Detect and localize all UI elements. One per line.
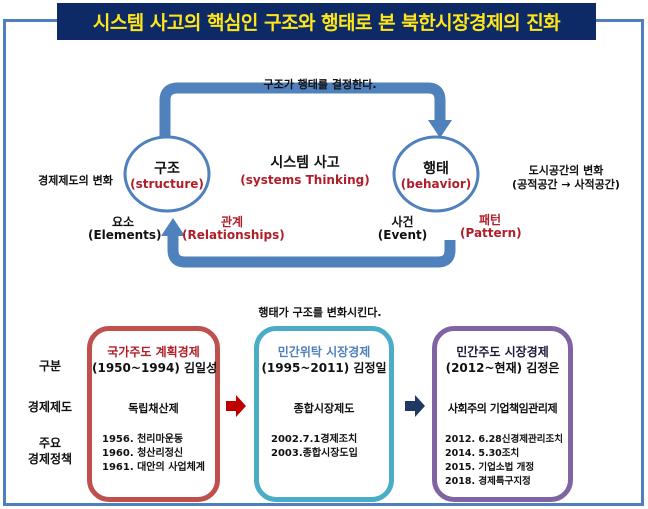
stage-title: 국가주도 계획경제 <box>107 345 200 359</box>
bottom-arrowhead <box>161 218 185 236</box>
stage-box-delegated: 민간위탁 시장경제 (1995~2011) 김정일 종합시장제도 2002.7.… <box>254 326 394 502</box>
policy-item: 2015. 기업소법 개정 <box>445 462 535 473</box>
row-label-category: 구분 <box>38 359 62 373</box>
event-ko: 사건 <box>391 215 414 229</box>
elements-en: (Elements) <box>88 228 162 242</box>
policy-item: 2014. 5.30조치 <box>445 448 520 459</box>
relationships-ko: 관계 <box>220 215 244 229</box>
page-title: 시스템 사고의 핵심인 구조와 행태로 본 북한시장경제의 진화 <box>57 3 596 40</box>
stage-box-private: 민간주도 시장경제 (2012~현재) 김정은 사회주의 기업책임관리제 201… <box>432 326 573 502</box>
stage-policies: 1956. 천리마운동 1960. 청산리정신 1961. 대안의 사업체계 <box>102 433 205 475</box>
top-arrowhead <box>428 120 452 138</box>
center-subtitle: (systems Thinking) <box>240 173 370 187</box>
structure-en: (structure) <box>130 177 204 191</box>
right-note-1: 도시공간의 변화 <box>528 164 604 177</box>
pattern-ko: 패턴 <box>478 213 502 227</box>
relationships-en: (Relationships) <box>182 228 285 242</box>
stage-period: (1995~2011) 김정일 <box>261 361 387 375</box>
stage-period: (1950~1994) 김일성 <box>92 361 218 375</box>
stage-system: 독립채산제 <box>128 402 179 415</box>
policy-item: 2012. 6.28신경제관리조치 <box>445 434 563 445</box>
right-note-2: (공적공간 → 사적공간) <box>512 178 620 191</box>
elements-ko: 요소 <box>111 215 135 229</box>
left-note: 경제제도의 변화 <box>38 174 113 187</box>
row-label-policy-2: 경제정책 <box>27 452 73 466</box>
event-en: (Event) <box>377 228 428 242</box>
row-label-policy-1: 주요 <box>38 436 62 450</box>
structure-circle <box>123 135 211 213</box>
policy-item: 1961. 대안의 사업체계 <box>102 462 205 473</box>
stage-period: (2012~현재) 김정은 <box>445 361 560 375</box>
stage-system: 사회주의 기업책임관리제 <box>447 402 558 415</box>
policy-item: 1960. 청산리정신 <box>102 448 184 459</box>
stage-title: 민간주도 시장경제 <box>456 345 549 359</box>
arrow-right-icon <box>405 395 425 417</box>
stage-box-planned: 국가주도 계획경제 (1950~1994) 김일성 독립채산제 1956. 천리… <box>87 326 220 502</box>
stage-policies: 2002.7.1경제조치 2003.종합시장도입 <box>271 433 358 461</box>
policy-item: 2003.종합시장도입 <box>271 448 358 459</box>
bottom-caption: 행태가 구조를 변화시킨다. <box>258 306 382 319</box>
stage-system: 종합시장제도 <box>293 402 355 415</box>
top-caption: 구조가 행태를 결정한다. <box>263 78 377 91</box>
policy-item: 2018. 경제특구지정 <box>445 476 531 487</box>
policy-item: 1956. 천리마운동 <box>102 434 184 445</box>
center-title: 시스템 사고 <box>270 155 340 171</box>
row-label-system: 경제제도 <box>27 400 73 414</box>
behavior-circle <box>392 135 480 213</box>
arrow-right-icon <box>226 395 246 417</box>
behavior-label: 행태 <box>423 161 449 177</box>
policy-item: 2002.7.1경제조치 <box>271 434 358 445</box>
structure-label: 구조 <box>154 161 180 177</box>
bottom-arrow <box>167 236 456 268</box>
pattern-en: (Pattern) <box>460 226 522 240</box>
stage-title: 민간위탁 시장경제 <box>277 345 371 359</box>
stage-policies: 2012. 6.28신경제관리조치 2014. 5.30조치 2015. 기업소… <box>445 433 563 489</box>
top-arrow <box>159 82 446 145</box>
behavior-en: (behavior) <box>400 177 472 191</box>
